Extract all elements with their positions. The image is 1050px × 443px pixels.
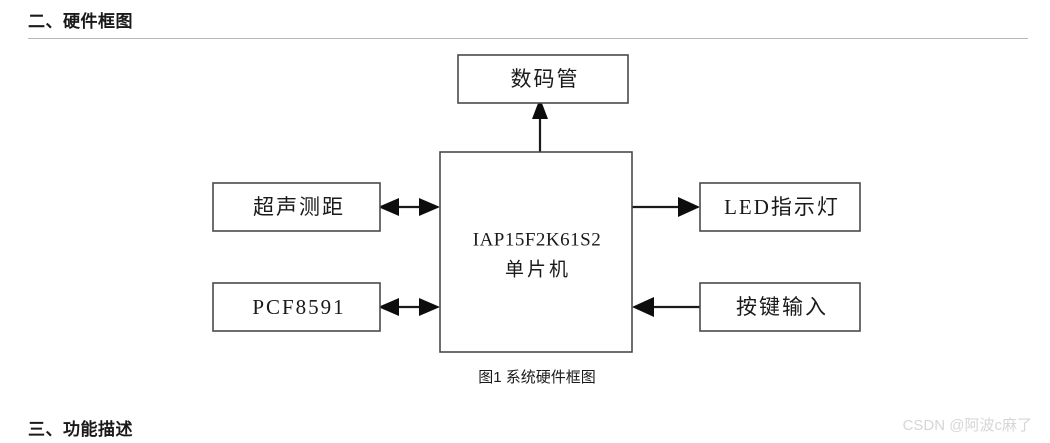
hardware-block-diagram: 数码管 IAP15F2K61S2 单片机 超声测距 PCF8591 LED指示灯… — [0, 45, 1050, 395]
block-ultrasonic[interactable]: 超声测距 — [212, 182, 381, 232]
block-mcu-label-type: 单片机 — [505, 258, 571, 280]
connector-keys-to-mcu — [632, 297, 700, 317]
block-led[interactable]: LED指示灯 — [699, 182, 861, 232]
block-ultrasonic-label: 超声测距 — [253, 195, 345, 219]
connector-mcu-to-led — [632, 197, 700, 217]
connector-adc-mcu — [378, 298, 440, 316]
block-adc[interactable]: PCF8591 — [212, 282, 381, 332]
block-keys-label: 按键输入 — [736, 295, 828, 319]
block-adc-label: PCF8591 — [252, 295, 345, 319]
connector-ultrasonic-mcu — [378, 198, 440, 216]
block-mcu[interactable]: IAP15F2K61S2 单片机 — [439, 151, 633, 353]
heading-divider — [28, 38, 1028, 39]
connector-mcu-to-display — [532, 98, 548, 152]
section-heading-hardware: 二、硬件框图 — [28, 12, 133, 31]
block-mcu-label-part: IAP15F2K61S2 — [473, 229, 601, 250]
csdn-watermark: CSDN @阿波c麻了 — [902, 417, 1032, 434]
block-led-label: LED指示灯 — [724, 195, 840, 219]
figure-caption: 图1 系统硬件框图 — [478, 369, 596, 386]
block-display[interactable]: 数码管 — [457, 54, 629, 104]
section-heading-function: 三、功能描述 — [28, 420, 133, 439]
block-keys[interactable]: 按键输入 — [699, 282, 861, 332]
block-display-label: 数码管 — [511, 67, 580, 91]
